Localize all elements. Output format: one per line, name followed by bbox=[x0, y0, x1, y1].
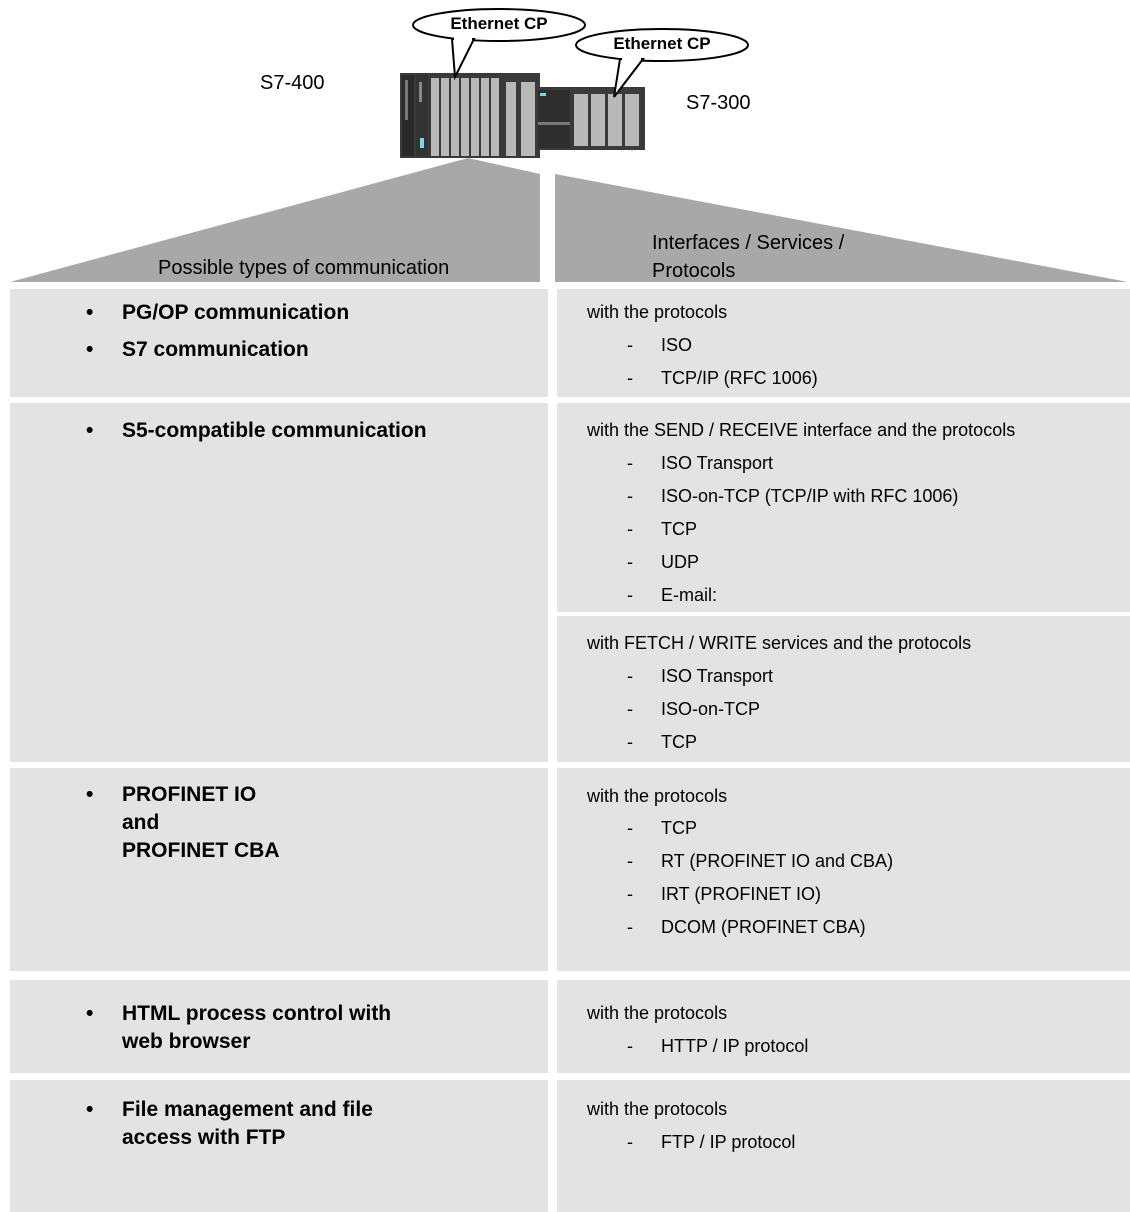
row2-right-cell-send-receive: with the SEND / RECEIVE interface and th… bbox=[557, 403, 1130, 612]
row5-left-cell: •File management and file access with FT… bbox=[10, 1080, 548, 1212]
s7-400-rack bbox=[400, 73, 540, 158]
row3-right-cell: with the protocols -TCP -RT (PROFINET IO… bbox=[557, 768, 1130, 971]
row1-right-cell: with the protocols -ISO -TCP/IP (RFC 100… bbox=[557, 289, 1130, 397]
list-item: -TCP bbox=[627, 732, 697, 752]
ethernet-cp-callout-right bbox=[575, 28, 749, 98]
intro-text: with the SEND / RECEIVE interface and th… bbox=[587, 420, 1016, 440]
list-item: -ISO Transport bbox=[627, 453, 774, 473]
hardware-illustration bbox=[10, 8, 1128, 284]
list-item: -TCP bbox=[627, 519, 697, 539]
list-item: -ISO Transport bbox=[627, 666, 774, 686]
ethernet-cp-callout-left bbox=[412, 8, 586, 81]
list-item: -HTTP / IP protocol bbox=[627, 1036, 809, 1056]
intro-text: with the protocols bbox=[587, 302, 728, 322]
bullet-item: •HTML process control with web browser bbox=[86, 1002, 392, 1053]
s7-300-rack bbox=[535, 87, 645, 150]
row4-right-cell: with the protocols -HTTP / IP protocol bbox=[557, 980, 1130, 1073]
list-item: -TCP bbox=[627, 818, 697, 838]
list-item: -IRT (PROFINET IO) bbox=[627, 884, 822, 904]
bullet-item: •S5-compatible communication bbox=[86, 419, 427, 442]
right-fan-shape bbox=[555, 174, 1128, 282]
row5-right-cell: with the protocols -FTP / IP protocol bbox=[557, 1080, 1130, 1212]
row3-left-cell: •PROFINET IO and PROFINET CBA bbox=[10, 768, 548, 971]
list-item: -TCP/IP (RFC 1006) bbox=[627, 368, 818, 388]
intro-text: with FETCH / WRITE services and the prot… bbox=[587, 633, 972, 653]
s7-300-label: S7-300 bbox=[686, 92, 751, 114]
list-item: -ISO-on-TCP (TCP/IP with RFC 1006) bbox=[627, 486, 959, 506]
list-item: -ISO bbox=[627, 335, 693, 355]
list-item: -FTP / IP protocol bbox=[627, 1132, 796, 1152]
bullet-item: •S7 communication bbox=[86, 338, 309, 361]
list-item: -RT (PROFINET IO and CBA) bbox=[627, 851, 894, 871]
bullet-item: •File management and file access with FT… bbox=[86, 1098, 373, 1149]
row2-right-cell-fetch-write: with FETCH / WRITE services and the prot… bbox=[557, 616, 1130, 762]
list-item: -DCOM (PROFINET CBA) bbox=[627, 917, 866, 937]
list-item: -UDP bbox=[627, 552, 700, 572]
ethernet-cp-label-left: Ethernet CP bbox=[450, 14, 548, 33]
intro-text: with the protocols bbox=[587, 1003, 728, 1023]
row1-left-cell: •PG/OP communication •S7 communication bbox=[10, 289, 548, 397]
intro-text: with the protocols bbox=[587, 786, 728, 806]
list-item: -ISO-on-TCP bbox=[627, 699, 761, 719]
bullet-item: •PG/OP communication bbox=[86, 301, 350, 324]
row4-left-cell: •HTML process control with web browser bbox=[10, 980, 548, 1073]
right-header: Interfaces / Services / Protocols bbox=[652, 232, 845, 282]
left-fan-shape bbox=[10, 158, 540, 282]
ethernet-cp-label-right: Ethernet CP bbox=[613, 34, 711, 53]
list-item: -E-mail: bbox=[627, 585, 718, 605]
bullet-item: •PROFINET IO and PROFINET CBA bbox=[86, 783, 280, 862]
intro-text: with the protocols bbox=[587, 1099, 728, 1119]
row2-left-cell: •S5-compatible communication bbox=[10, 403, 548, 762]
s7-400-label: S7-400 bbox=[260, 72, 325, 94]
left-header: Possible types of communication bbox=[158, 257, 450, 279]
